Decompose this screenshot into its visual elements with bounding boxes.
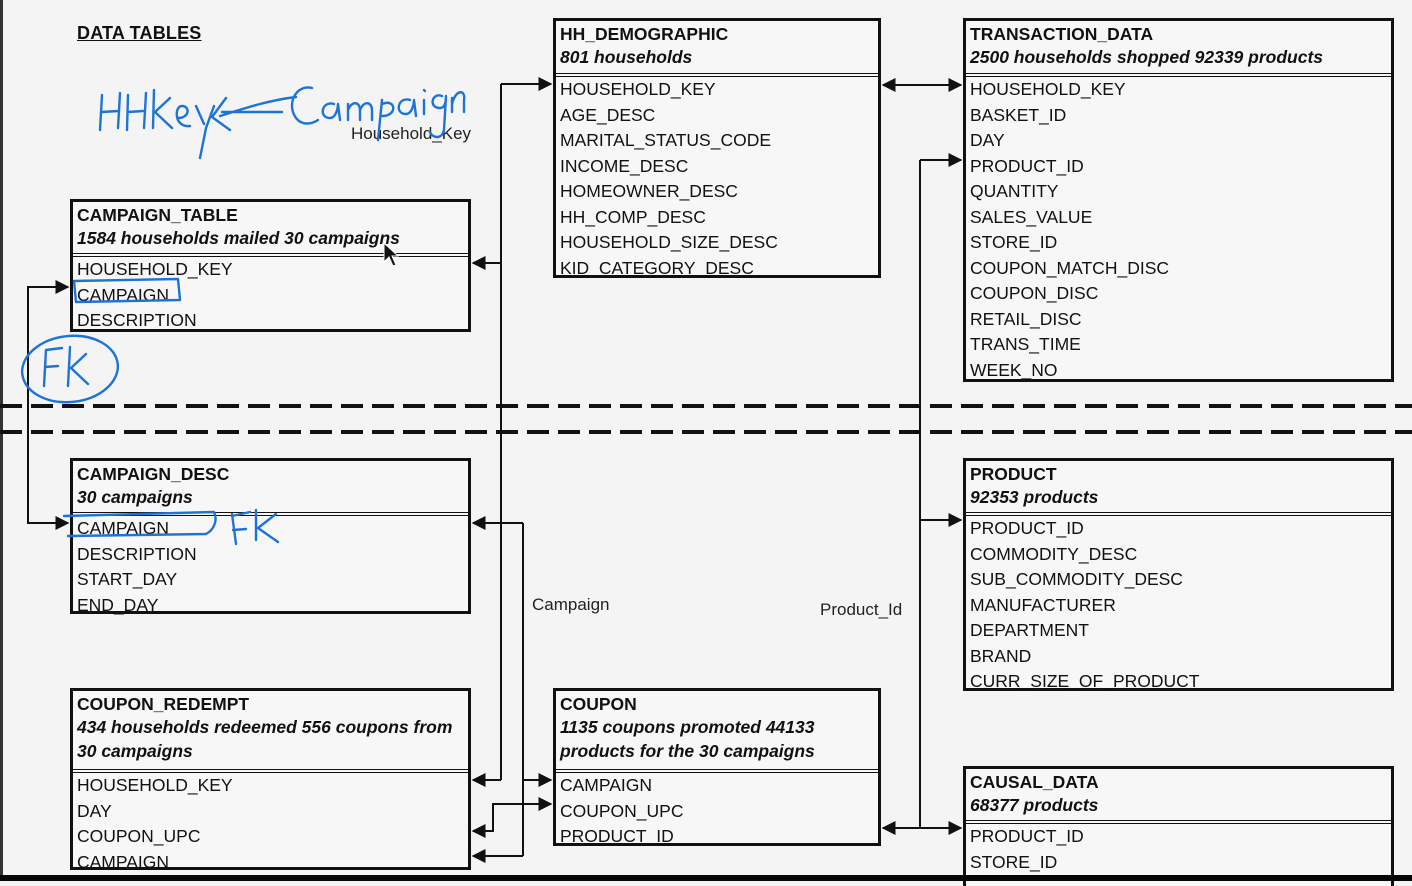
field-row: CAMPAIGN — [77, 851, 170, 872]
table-coupon: COUPON 1135 coupons promoted 44133 produ… — [553, 688, 881, 846]
table-fields: HOUSEHOLD_KEY BASKET_ID DAY PRODUCT_ID Q… — [966, 77, 1391, 383]
field-row: TRANS_TIME — [970, 334, 1081, 354]
table-name: CAMPAIGN_DESC — [77, 464, 230, 484]
field-row: CURR_SIZE_OF_PRODUCT — [970, 671, 1200, 691]
annotation-fk-note — [230, 508, 280, 546]
field-row: DAY — [970, 130, 1005, 150]
field-row: MANUFACTURER — [970, 594, 1116, 615]
field-row: COMMODITY_DESC — [970, 543, 1138, 564]
field-row: STORE_ID — [970, 851, 1058, 872]
table-subtitle: 1584 households mailed 30 campaigns — [77, 228, 400, 248]
table-coupon-redempt: COUPON_REDEMPT 434 households redeemed 5… — [70, 688, 471, 872]
table-subtitle: 434 households redeemed 556 coupons from… — [77, 717, 453, 761]
table-fields: CAMPAIGN DESCRIPTION START_DAY END_DAY — [73, 516, 468, 618]
table-fields: PRODUCT_ID STORE_ID — [966, 824, 1391, 875]
field-row: DEPARTMENT — [970, 620, 1089, 640]
field-row: WEEK_NO — [970, 359, 1058, 380]
table-header: HH_DEMOGRAPHIC 801 households — [556, 21, 878, 77]
page-title: DATA TABLES — [77, 23, 202, 43]
table-header: CAMPAIGN_TABLE 1584 households mailed 30… — [73, 202, 468, 257]
table-fields: PRODUCT_ID COMMODITY_DESC SUB_COMMODITY_… — [966, 516, 1391, 695]
table-subtitle: 801 households — [560, 47, 693, 67]
field-row: QUANTITY — [970, 181, 1059, 201]
field-row: BRAND — [970, 645, 1032, 666]
field-row: STORE_ID — [970, 232, 1058, 252]
table-name: COUPON — [560, 694, 637, 714]
field-row: CAMPAIGN — [560, 775, 653, 795]
table-fields: HOUSEHOLD_KEY CAMPAIGN DESCRIPTION — [73, 257, 468, 334]
edge-label-product-id: Product_Id — [820, 600, 903, 619]
mouse-cursor-icon — [383, 241, 400, 267]
table-header: COUPON 1135 coupons promoted 44133 produ… — [556, 691, 878, 773]
table-header: COUPON_REDEMPT 434 households redeemed 5… — [73, 691, 468, 773]
table-header: PRODUCT 92353 products — [966, 461, 1391, 516]
bottom-bar — [0, 875, 1412, 881]
table-hh-demographic: HH_DEMOGRAPHIC 801 households HOUSEHOLD_… — [553, 18, 881, 278]
annotation-fk-circle — [20, 334, 120, 404]
connector-campaign-loop — [27, 280, 70, 530]
field-row: CAMPAIGN — [77, 518, 170, 538]
table-subtitle: 30 campaigns — [77, 487, 193, 507]
table-name: TRANSACTION_DATA — [970, 24, 1154, 44]
table-subtitle: 68377 products — [970, 795, 1099, 815]
table-fields: HOUSEHOLD_KEY AGE_DESC MARITAL_STATUS_CO… — [556, 77, 878, 281]
table-header: CAMPAIGN_DESC 30 campaigns — [73, 461, 468, 516]
field-row: HOUSEHOLD_KEY — [77, 259, 233, 279]
field-row: PRODUCT_ID — [970, 155, 1084, 176]
field-row: HH_COMP_DESC — [560, 206, 706, 227]
table-subtitle: 2500 households shopped 92339 products — [970, 47, 1324, 67]
edge-label-campaign: Campaign — [532, 595, 610, 614]
table-header: CAUSAL_DATA 68377 products — [966, 769, 1391, 824]
table-subtitle: 92353 products — [970, 487, 1099, 507]
field-row: MARITAL_STATUS_CODE — [560, 130, 772, 150]
handwritten-annotations — [20, 86, 466, 546]
table-subtitle: 1135 coupons promoted 44133 products for… — [560, 717, 815, 761]
field-row: KID_CATEGORY_DESC — [560, 257, 754, 278]
table-transaction-data: TRANSACTION_DATA 2500 households shopped… — [963, 18, 1394, 382]
table-campaign-table: CAMPAIGN_TABLE 1584 households mailed 30… — [70, 199, 471, 332]
table-causal-data: CAUSAL_DATA 68377 products PRODUCT_ID ST… — [963, 766, 1394, 886]
field-row: SALES_VALUE — [970, 206, 1093, 227]
field-row: BASKET_ID — [970, 104, 1067, 125]
table-product: PRODUCT 92353 products PRODUCT_ID COMMOD… — [963, 458, 1394, 691]
edge-label-household-key: Household_Key — [351, 124, 472, 143]
table-fields: CAMPAIGN COUPON_UPC PRODUCT_ID — [556, 773, 878, 850]
field-row: HOUSEHOLD_KEY — [970, 79, 1126, 99]
field-row: PRODUCT_ID — [970, 518, 1084, 538]
field-row: RETAIL_DISC — [970, 308, 1082, 329]
field-row: DESCRIPTION — [77, 543, 197, 564]
field-row: END_DAY — [77, 594, 159, 615]
table-name: PRODUCT — [970, 464, 1057, 484]
field-row: HOUSEHOLD_KEY — [77, 775, 233, 795]
field-row: INCOME_DESC — [560, 155, 689, 176]
table-name: CAUSAL_DATA — [970, 772, 1099, 792]
field-row: SUB_COMMODITY_DESC — [970, 569, 1183, 589]
field-row: COUPON_UPC — [77, 826, 201, 846]
table-header: TRANSACTION_DATA 2500 households shopped… — [966, 21, 1391, 77]
field-row: AGE_DESC — [560, 104, 656, 125]
field-row: HOUSEHOLD_KEY — [560, 79, 716, 99]
table-name: CAMPAIGN_TABLE — [77, 205, 238, 225]
connector-coupon-upc — [471, 797, 553, 838]
table-name: HH_DEMOGRAPHIC — [560, 24, 729, 44]
field-row: COUPON_UPC — [560, 800, 684, 821]
table-name: COUPON_REDEMPT — [77, 694, 250, 714]
annotation-campaign-highlight — [62, 277, 217, 538]
left-edge-line — [0, 0, 3, 875]
table-fields: HOUSEHOLD_KEY DAY COUPON_UPC CAMPAIGN — [73, 773, 468, 875]
field-row: START_DAY — [77, 569, 178, 589]
field-row: DAY — [77, 800, 112, 821]
field-row: COUPON_MATCH_DISC — [970, 257, 1170, 278]
field-row: PRODUCT_ID — [970, 826, 1084, 846]
field-row: DESCRIPTION — [77, 310, 197, 330]
field-row: PRODUCT_ID — [560, 826, 674, 846]
annotation-hh-key-campaign — [98, 86, 466, 160]
field-row: HOUSEHOLD_SIZE_DESC — [560, 232, 778, 252]
field-row: COUPON_DISC — [970, 283, 1099, 303]
field-row: HOMEOWNER_DESC — [560, 181, 738, 201]
